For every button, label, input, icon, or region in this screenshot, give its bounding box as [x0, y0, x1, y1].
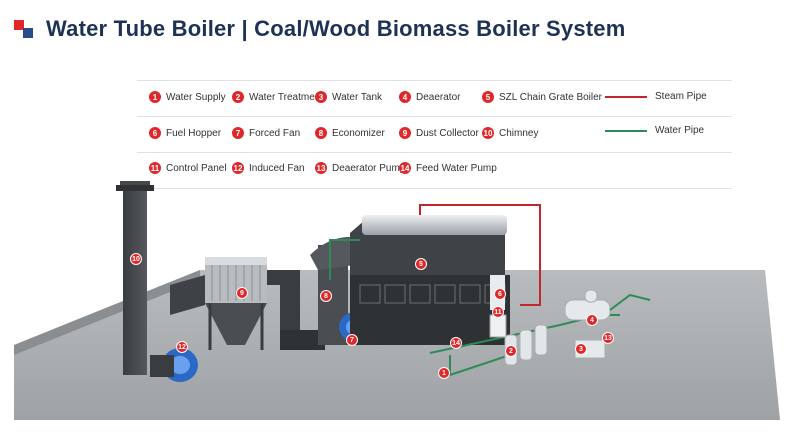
legend-divider [137, 116, 732, 117]
marker-chain-grate-boiler: 5 [415, 258, 427, 270]
water-pipe [329, 239, 360, 280]
marker-deaerator-pump: 13 [602, 332, 614, 344]
title-bar: Water Tube Boiler | Coal/Wood Biomass Bo… [14, 14, 626, 44]
marker-fuel-hopper: 6 [494, 288, 506, 300]
marker-deaerator: 4 [586, 314, 598, 326]
marker-control-panel: 11 [492, 306, 504, 318]
marker-economizer: 8 [320, 290, 332, 302]
marker-forced-fan: 7 [346, 334, 358, 346]
steam-pipe-swatch [605, 95, 647, 98]
marker-water-supply: 1 [438, 367, 450, 379]
legend-water-pipe: Water Pipe [605, 125, 704, 136]
marker-feed-water-pump: 14 [450, 337, 462, 349]
legend-divider [137, 80, 732, 81]
page-title: Water Tube Boiler | Coal/Wood Biomass Bo… [46, 16, 626, 41]
boiler-scene-svg [14, 181, 780, 420]
boiler-system-illustration: 10 12 9 8 7 5 6 11 14 1 2 3 4 13 [0, 175, 800, 435]
marker-water-tank: 3 [575, 343, 587, 355]
marker-dust-collector: 9 [236, 287, 248, 299]
brand-logo-icon [14, 18, 36, 40]
steam-pipe [419, 204, 541, 306]
legend-divider [137, 188, 732, 189]
legend-divider [137, 152, 732, 153]
legend-steam-pipe: Steam Pipe [605, 91, 707, 102]
marker-water-treatment: 2 [505, 345, 517, 357]
marker-induced-fan: 12 [176, 341, 188, 353]
chimney [123, 190, 147, 375]
water-pipe-swatch [605, 129, 647, 132]
marker-chimney: 10 [130, 253, 142, 265]
